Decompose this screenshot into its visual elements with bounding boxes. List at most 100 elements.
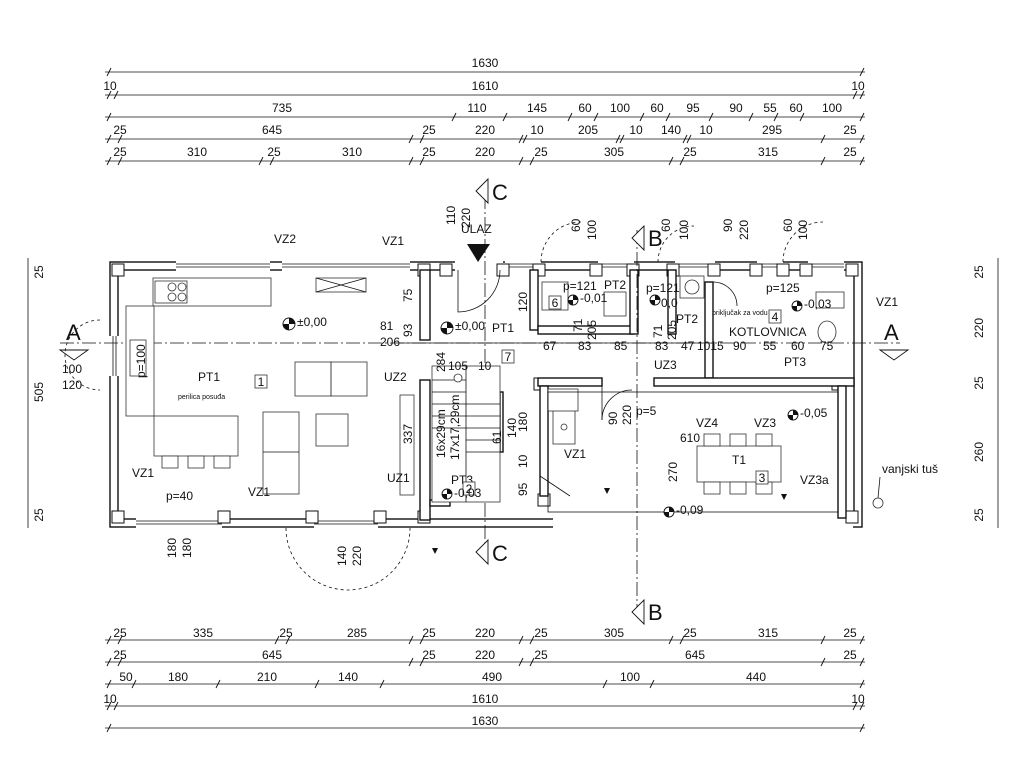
parapet-value: p=125 (766, 281, 800, 295)
dim-text: 10 (103, 79, 117, 93)
dim-text: 25 (534, 648, 548, 662)
section-marker-b-bottom: B (631, 598, 663, 626)
section-label: C (492, 541, 508, 566)
dim-text: 260 (972, 442, 986, 462)
opening-label: VZ1 (564, 447, 586, 461)
dim-text: 60 (781, 218, 795, 232)
level-value: -0,03 (454, 486, 482, 500)
dim-text: 220 (475, 626, 495, 640)
dim-text: 25 (113, 145, 127, 159)
dim-text: 10 (699, 123, 713, 137)
opening-label: VZ3a (800, 473, 829, 487)
dim-text: 645 (262, 123, 282, 137)
dim-text: 10 (629, 123, 643, 137)
dim-text: 95 (686, 101, 700, 115)
dim-text: 100 (822, 101, 842, 115)
dim-text: 645 (685, 648, 705, 662)
room-labels: PT1 PT1 PT2 PT2 PT3 PT3 KOTLOVNICA T1 (198, 278, 806, 487)
dim-text: 140 (505, 418, 519, 438)
dim-text: 505 (32, 382, 46, 402)
dim-text: 25 (534, 626, 548, 640)
dim-text: 25 (422, 145, 436, 159)
dim-text: 10 (478, 359, 492, 373)
dim-text: 100 (610, 101, 630, 115)
dim-text: 47 (681, 339, 695, 353)
window-frames (112, 263, 844, 525)
sofa-set (262, 361, 415, 496)
dim-text: 305 (604, 626, 624, 640)
parapet-value: p=100 (134, 344, 148, 378)
dim-text: 25 (279, 626, 293, 640)
section-label: B (648, 600, 663, 625)
dim-text: 220 (475, 648, 495, 662)
section-marker-b-top: B (631, 224, 663, 252)
dim-text: 25 (422, 626, 436, 640)
dim-text: 25 (32, 265, 46, 279)
level-symbol (791, 300, 803, 312)
appliance-label: perilica posuđa (178, 394, 225, 401)
dim-text: 25 (422, 648, 436, 662)
arrow-icons (432, 488, 787, 554)
dim-text: 305 (604, 145, 624, 159)
dim-text: 90 (721, 218, 735, 232)
section-marker-a-left: A (58, 320, 90, 361)
dim-text: 25 (843, 648, 857, 662)
dim-text: 180 (168, 670, 188, 684)
shower-label: vanjski tuš (882, 462, 938, 476)
room-label: PT2 (604, 278, 626, 292)
level-symbol (663, 506, 675, 518)
opening-label: UZ1 (387, 471, 410, 485)
room-number: 7 (505, 350, 512, 364)
parapet-value: p=121 (646, 281, 680, 295)
dim-text: 81 (380, 319, 394, 333)
opening-label: UZ3 (654, 358, 677, 372)
dim-text: 93 (401, 323, 415, 337)
dim-text: 205 (585, 320, 599, 340)
dim-text: 645 (262, 648, 282, 662)
dim-text: 315 (758, 626, 778, 640)
dim-text: 17x17,29cm (448, 395, 462, 460)
dim-text: 110 (467, 101, 486, 115)
level-symbol (441, 488, 453, 500)
opening-label: UZ2 (384, 370, 407, 384)
dim-text: 220 (737, 220, 751, 240)
dim-text: 335 (193, 626, 213, 640)
dim-text: 180 (516, 412, 530, 432)
level-symbol (649, 294, 661, 306)
level-symbol (567, 294, 579, 306)
dim-text: 1610 (472, 79, 499, 93)
dim-text: 61 (490, 430, 504, 444)
dim-text: 337 (401, 424, 415, 444)
left-dimension-chain: 25 505 25 (27, 258, 46, 528)
level-value: -0,01 (580, 291, 608, 305)
room-label: T1 (732, 453, 746, 467)
entrance-label: ULAZ (461, 222, 492, 236)
parapet-value: p=121 (563, 279, 597, 293)
dim-text: 220 (475, 123, 495, 137)
dim-text: 440 (746, 670, 766, 684)
parapet-value: p=40 (166, 489, 193, 503)
room-number: 2 (466, 482, 473, 496)
dim-text: 180 (165, 538, 179, 558)
opening-label: VZ3 (754, 416, 776, 430)
level-symbol (440, 321, 454, 335)
level-symbol (787, 409, 799, 421)
parapet-value: p=5 (636, 404, 657, 418)
room-label: PT1 (492, 321, 514, 335)
dim-text: 25 (843, 145, 857, 159)
room-label: PT2 (676, 312, 698, 326)
inner-dimensions: 75 81 93 206 105 10 120 67 83 85 83 47 1… (62, 288, 834, 496)
level-value: -0,05 (800, 406, 828, 420)
section-marker-c-top: C (475, 177, 508, 205)
room-number-tags: 1 2 3 4 6 7 (254, 295, 782, 496)
dim-text: 1015 (697, 339, 724, 353)
section-label: A (884, 320, 899, 345)
room-number: 3 (759, 471, 766, 485)
dim-text: 100 (62, 362, 82, 376)
top-dimension-chains: 1630 10 1610 10 735 110 145 60 100 60 95… (103, 56, 865, 166)
room-label: PT3 (784, 355, 806, 369)
opening-labels: VZ2 VZ1 VZ1 VZ1 VZ1 VZ1 VZ3 VZ3a VZ4 UZ1… (132, 232, 938, 509)
dim-text: 145 (527, 101, 547, 115)
dim-text: 60 (789, 101, 803, 115)
dim-text: 25 (683, 626, 697, 640)
